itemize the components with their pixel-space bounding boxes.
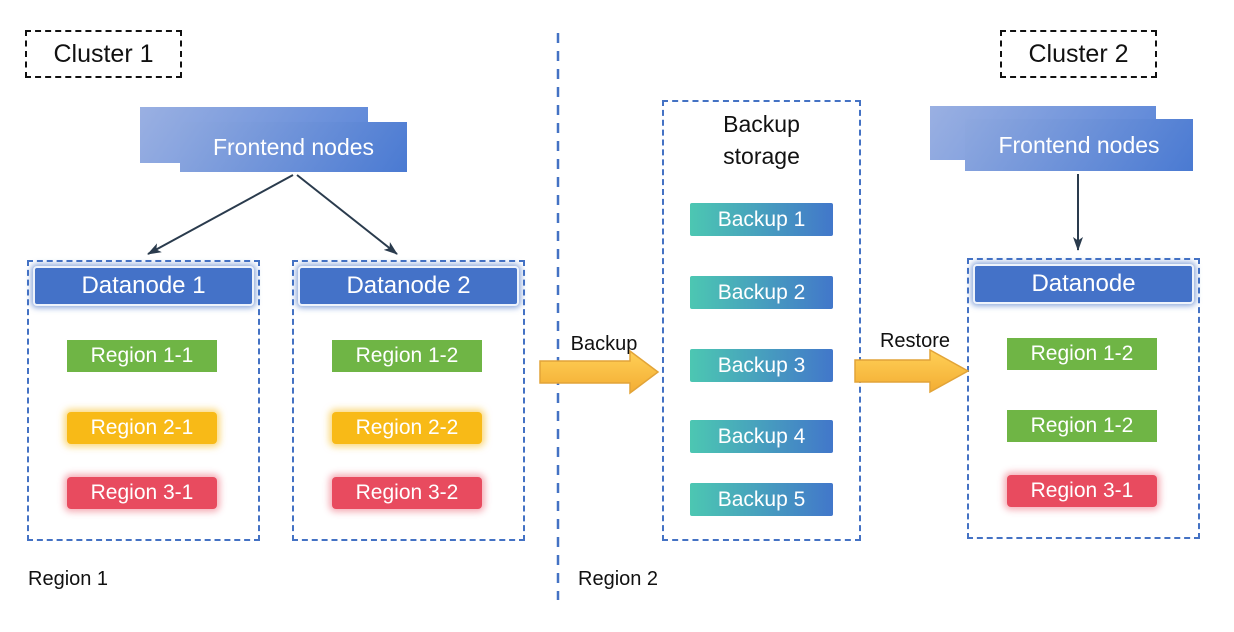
backup-storage-title: Backup storage bbox=[723, 111, 800, 170]
region-box: Region 2-1 bbox=[67, 412, 217, 444]
frontend-nodes-box: Frontend nodes bbox=[180, 122, 407, 172]
datanode1-box: Datanode 1 Region 1-1 Region 2-1 Region … bbox=[27, 260, 260, 541]
datanode2-box: Datanode 2 Region 1-2 Region 2-2 Region … bbox=[292, 260, 525, 541]
backup-item: Backup 1 bbox=[690, 203, 833, 236]
footer-region2-label: Region 2 bbox=[578, 568, 659, 590]
cluster2-datanode-box: Datanode Region 1-2 Region 1-2 Region 3-… bbox=[967, 258, 1200, 539]
restore-flow-label: Restore bbox=[879, 330, 951, 352]
region-box: Region 1-2 bbox=[332, 340, 482, 372]
backup-item: Backup 5 bbox=[690, 483, 833, 516]
footer-region1-label: Region 1 bbox=[28, 568, 109, 590]
backup-flow-label: Backup bbox=[570, 333, 638, 355]
region-box: Region 1-2 bbox=[1007, 338, 1157, 370]
region-box: Region 2-2 bbox=[332, 412, 482, 444]
restore-flow-arrow bbox=[854, 348, 970, 394]
backup-item: Backup 4 bbox=[690, 420, 833, 453]
datanode1-header: Datanode 1 bbox=[33, 266, 254, 306]
region-box: Region 1-1 bbox=[67, 340, 217, 372]
backup-flow-arrow bbox=[539, 349, 660, 395]
cluster2-datanode-header: Datanode bbox=[973, 264, 1194, 304]
backup-storage-box: Backup storage Backup 1 Backup 2 Backup … bbox=[662, 100, 861, 541]
backup-item: Backup 2 bbox=[690, 276, 833, 309]
datanode2-header: Datanode 2 bbox=[298, 266, 519, 306]
region-box: Region 3-1 bbox=[67, 477, 217, 509]
region-box: Region 3-1 bbox=[1007, 475, 1157, 507]
frontend-nodes-box: Frontend nodes bbox=[965, 119, 1193, 171]
cluster2-label: Cluster 2 bbox=[1000, 30, 1157, 78]
connector-frontend-to-datanode1 bbox=[147, 174, 294, 255]
region-box: Region 1-2 bbox=[1007, 410, 1157, 442]
backup-item: Backup 3 bbox=[690, 349, 833, 382]
cluster1-label: Cluster 1 bbox=[25, 30, 182, 78]
region-box: Region 3-2 bbox=[332, 477, 482, 509]
connector-frontend-to-datanode2 bbox=[296, 174, 398, 255]
